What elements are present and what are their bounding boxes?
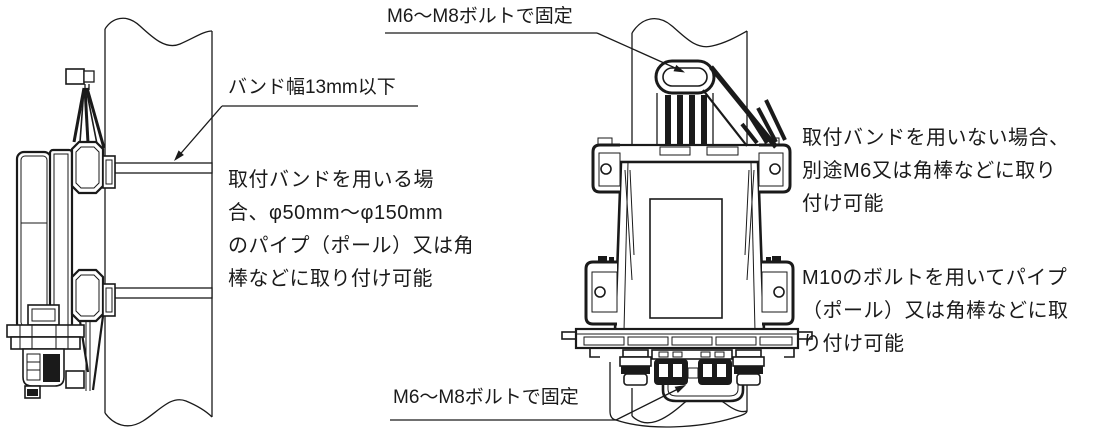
bolt-hole bbox=[773, 286, 785, 298]
bottom-rail bbox=[561, 327, 813, 358]
arrowhead bbox=[674, 385, 686, 393]
bolt-hole bbox=[600, 163, 612, 175]
leader-lines bbox=[174, 32, 748, 428]
bottom-bolt-leader bbox=[390, 362, 748, 428]
bottom-bolt-callout: M6～M8ボルトで固定 bbox=[393, 387, 579, 408]
right-figure-front-view bbox=[561, 18, 813, 424]
bottom-connectors bbox=[619, 349, 765, 403]
bolt-hole bbox=[769, 163, 781, 175]
top-bracket bbox=[654, 59, 787, 149]
top-bolt-leader bbox=[385, 32, 685, 73]
right-fixing-bolt bbox=[732, 349, 765, 386]
right-device-body bbox=[597, 137, 780, 333]
left-device bbox=[6, 68, 116, 399]
arrowhead bbox=[174, 150, 184, 161]
band-width-callout: バンド幅13mm以下 bbox=[228, 77, 396, 98]
nameplate bbox=[649, 198, 723, 319]
mounting-flanges bbox=[584, 143, 795, 326]
top-bolt-callout: M6～M8ボルトで固定 bbox=[387, 6, 573, 27]
band-mount-note: 取付バンドを用いる場 合、φ50mm～φ150mm のパイプ（ポール）又は角 棒… bbox=[228, 169, 474, 290]
direct-mount-note: 取付バンドを用いない場合、 別途M6又は角棒などに取り 付け可能 bbox=[802, 127, 1070, 215]
left-figure-side-view bbox=[6, 17, 213, 427]
left-fixing-bolt bbox=[619, 349, 652, 386]
band-width-leader bbox=[174, 105, 418, 161]
bolt-hole bbox=[594, 286, 606, 298]
bolt-mount-note: M10のボルトを用いてパイプ （ポール）又は角棒などに取 り付け可能 bbox=[802, 267, 1069, 355]
left-pipe bbox=[104, 17, 213, 427]
arrowhead bbox=[673, 64, 685, 73]
upper-band bbox=[114, 162, 213, 174]
lower-band bbox=[114, 287, 213, 299]
